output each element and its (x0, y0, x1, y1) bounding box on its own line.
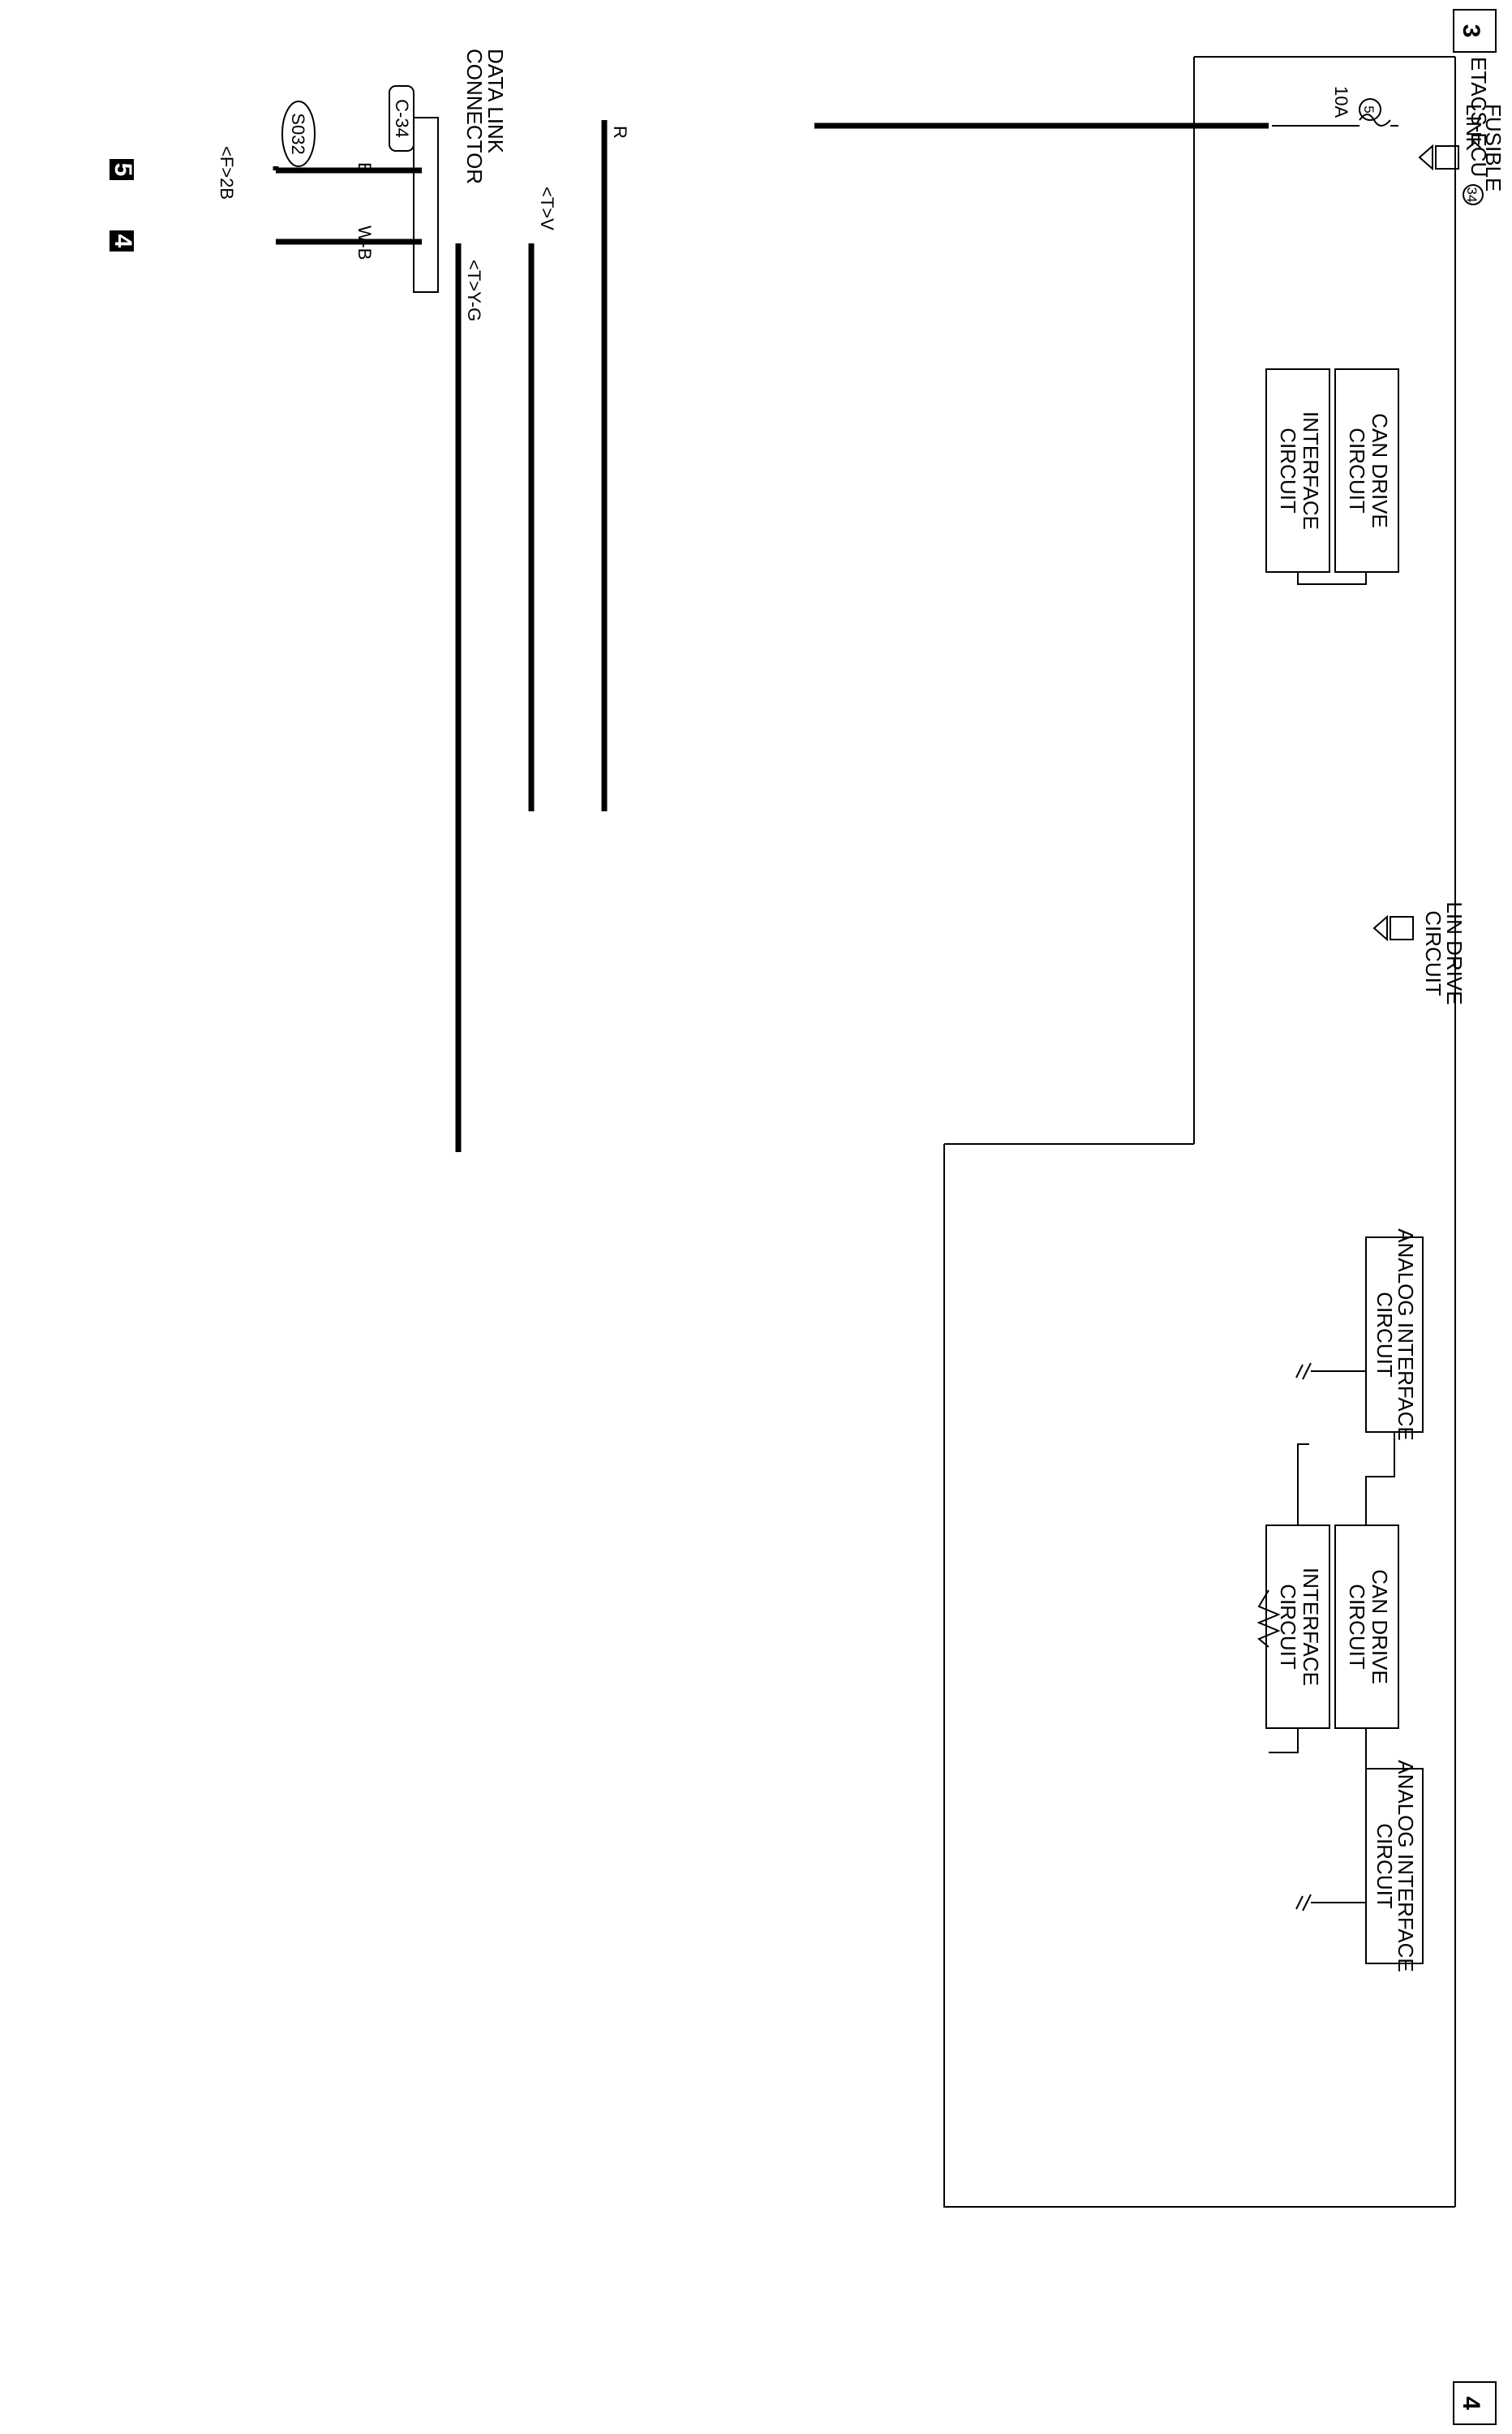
page-number-right: 4 (1458, 2397, 1484, 2410)
page-number-left: 3 (1458, 24, 1484, 38)
svg-text:INTERFACE: INTERFACE (1299, 1567, 1323, 1686)
analog-interface-circuit-1: ANALOG INTERFACE CIRCUIT (1365, 1228, 1424, 1441)
ref-5: 5 (110, 163, 136, 177)
svg-text:CIRCUIT: CIRCUIT (1372, 1823, 1397, 1909)
svg-text:CIRCUIT: CIRCUIT (1276, 428, 1300, 514)
interface-circuit-lower: INTERFACE CIRCUIT (1265, 1524, 1330, 1729)
can-drive-circuit-top: CAN DRIVE CIRCUIT (1334, 368, 1399, 573)
ground-mark-1 (1295, 1362, 1366, 1380)
data-link-connector-tag-box (389, 85, 415, 152)
lin-drive-circuit: LIN DRIVE CIRCUIT (1372, 901, 1467, 1005)
wire-label-tyg: <T>Y-G (464, 260, 484, 321)
svg-text:CIRCUIT: CIRCUIT (1372, 1292, 1397, 1378)
svg-text:CAN DRIVE: CAN DRIVE (1368, 1569, 1392, 1684)
etacs-ecu-outline (943, 56, 1455, 2208)
wire-label-b: B (354, 162, 375, 174)
svg-text:INTERFACE: INTERFACE (1299, 411, 1323, 530)
ref-4-box (110, 230, 134, 252)
splice-s032 (281, 101, 316, 167)
fuse-amp: 10A (1331, 86, 1351, 118)
etacs-ecu-label: ETACS-ECU (1467, 57, 1491, 177)
ref-4: 4 (110, 234, 136, 248)
wire-label-r: R (610, 126, 630, 139)
interface-circuit-top: INTERFACE CIRCUIT (1265, 368, 1330, 573)
svg-text:CIRCUIT: CIRCUIT (1345, 428, 1369, 514)
page-number-right-box (1453, 2381, 1497, 2425)
fusible-link-number-circle (1463, 184, 1484, 205)
fuse-number: 5 (1361, 105, 1377, 113)
fuse-symbol (1350, 114, 1398, 127)
ref-5-box (110, 159, 134, 180)
svg-text:CAN DRIVE: CAN DRIVE (1368, 413, 1392, 528)
data-link-connector-tag: C-34 (392, 99, 412, 138)
wire-label-wb: W-B (354, 226, 375, 260)
can-drive-links (1269, 572, 1395, 1769)
svg-text:ANALOG INTERFACE: ANALOG INTERFACE (1394, 1228, 1418, 1441)
data-link-label-2: CONNECTOR (462, 49, 487, 184)
fusible-link-ref-triangle (1418, 144, 1433, 171)
fuse-number-circle (1359, 98, 1381, 121)
svg-text:CIRCUIT: CIRCUIT (1345, 1584, 1369, 1670)
svg-text:CIRCUIT: CIRCUIT (1421, 910, 1445, 996)
svg-text:LIN DRIVE: LIN DRIVE (1442, 901, 1467, 1004)
wire-label-tv: <T>V (537, 187, 557, 230)
page-number-left-box (1453, 9, 1497, 53)
analog-interface-circuit-2: ANALOG INTERFACE CIRCUIT (1365, 1760, 1424, 1972)
fusible-link-number: 34 (1464, 187, 1480, 203)
can-drive-circuit-lower: CAN DRIVE CIRCUIT (1334, 1524, 1399, 1729)
ground-mark-2 (1295, 1894, 1366, 1912)
data-link-label-1: DATA LINK (483, 49, 508, 154)
splice-s032-label: S032 (288, 113, 308, 154)
fusible-link-label-2: LINK (1462, 104, 1486, 151)
data-link-connector-box (413, 117, 439, 293)
svg-text:CIRCUIT: CIRCUIT (1276, 1584, 1300, 1670)
svg-text:ANALOG INTERFACE: ANALOG INTERFACE (1394, 1760, 1418, 1972)
fusible-link-ref-box (1435, 145, 1459, 170)
wire-label-f2b: <F>2B (217, 146, 237, 200)
fusible-link-label-1: FUSIBLE (1481, 104, 1506, 191)
resistor-can (1256, 1589, 1281, 1648)
